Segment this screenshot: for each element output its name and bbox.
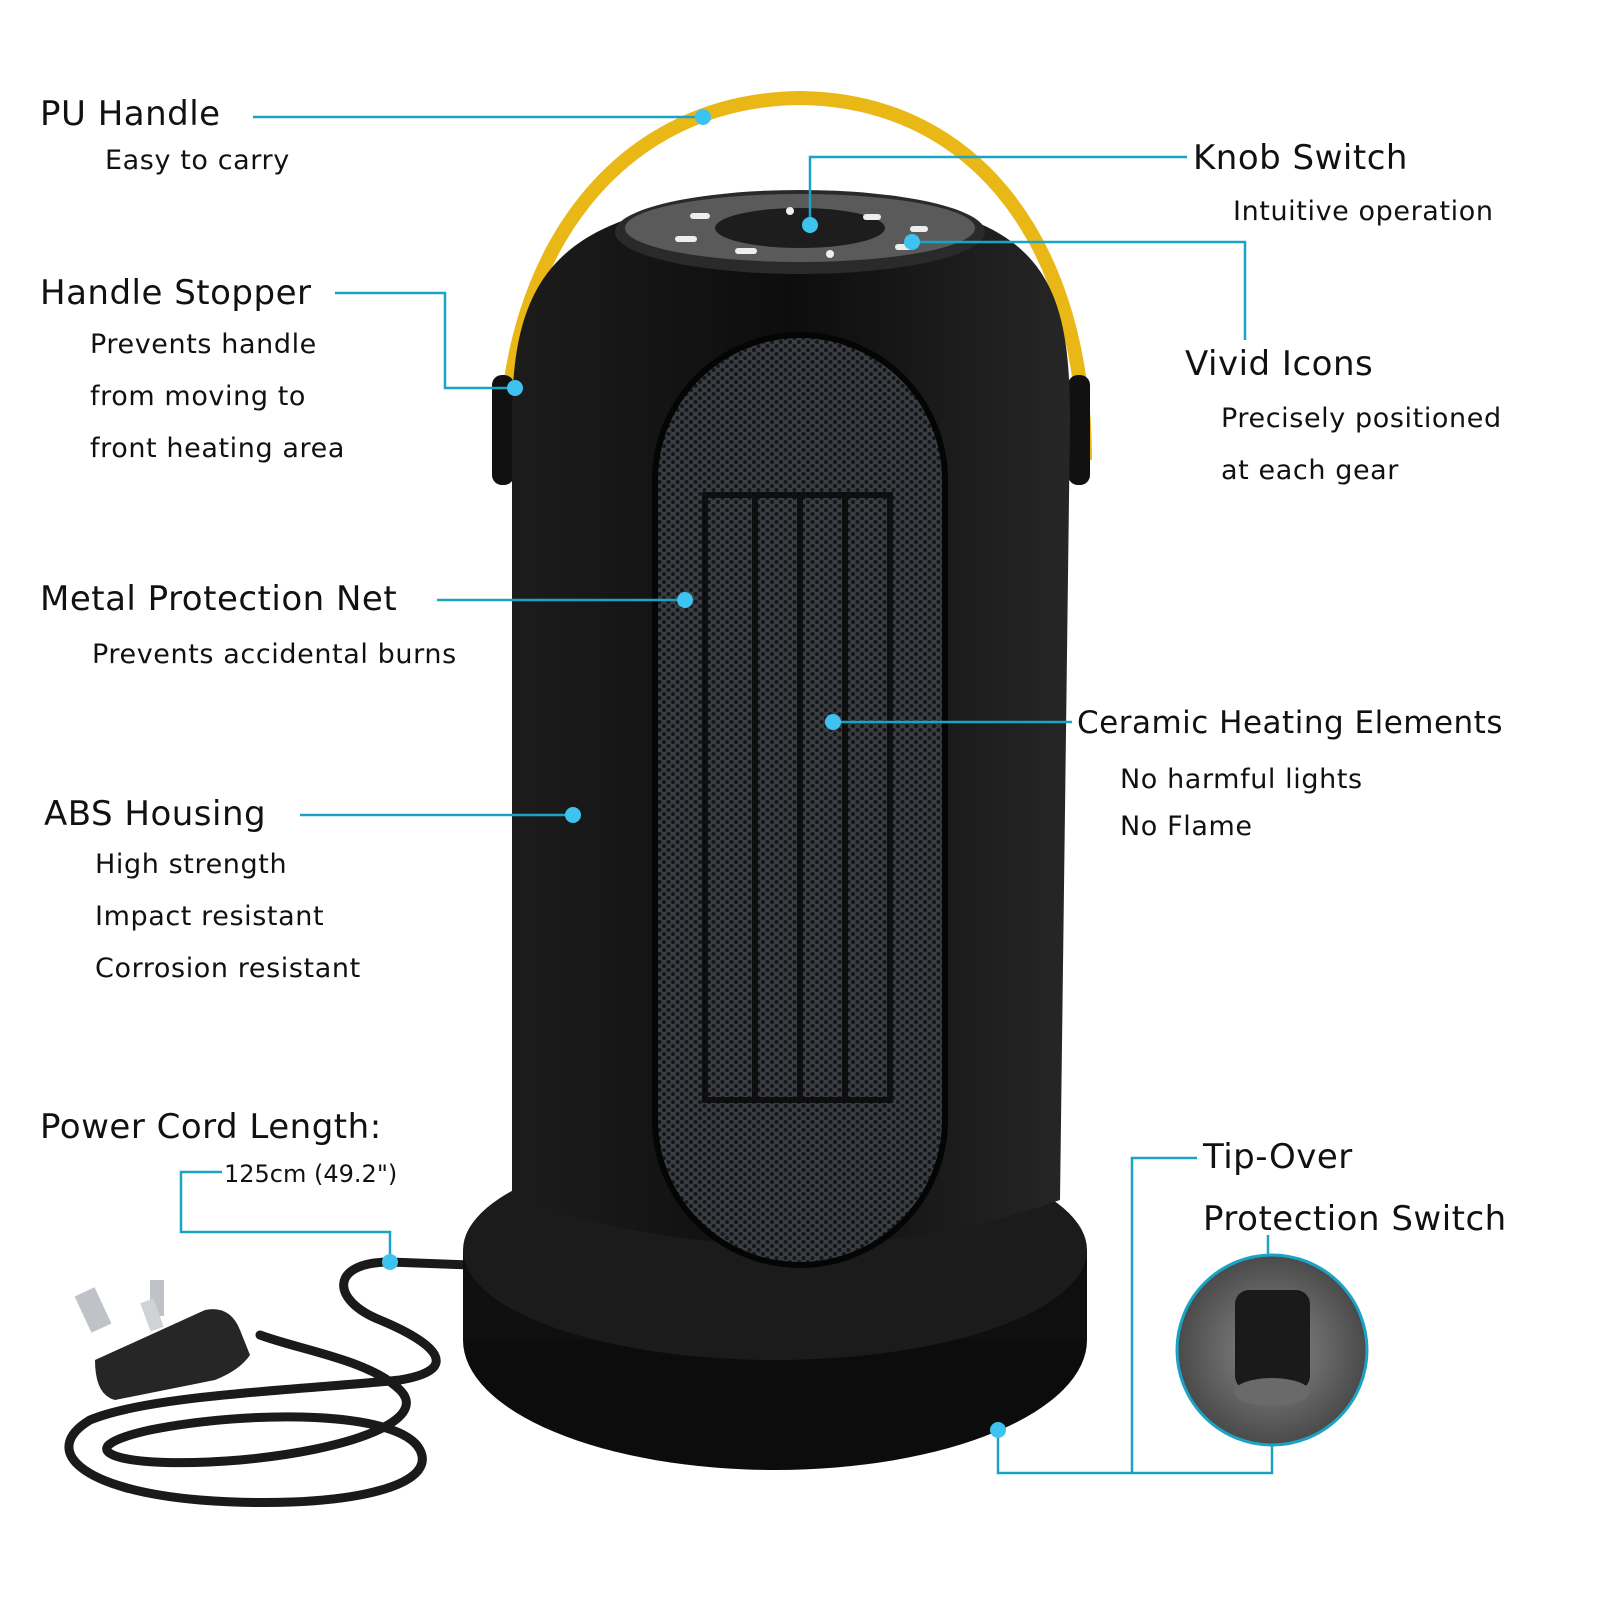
vivid-icons-desc-2: at each gear (1221, 455, 1400, 486)
pu-handle-title: PU Handle (40, 94, 221, 134)
pu-handle (498, 90, 1092, 461)
power-cord-length: 125cm (49.2") (224, 1160, 398, 1188)
pu-handle-desc: Easy to carry (105, 145, 290, 176)
vivid-icons-title: Vivid Icons (1185, 344, 1374, 384)
power-cord-title: Power Cord Length: (40, 1107, 382, 1147)
knob-switch-desc: Intuitive operation (1233, 196, 1494, 227)
metal-net-title: Metal Protection Net (40, 579, 398, 619)
handle-stopper-title: Handle Stopper (40, 273, 312, 313)
callout-dots (382, 109, 1006, 1438)
tip-over-inset (1175, 1253, 1369, 1447)
abs-housing-desc-2: Impact resistant (95, 901, 325, 932)
tip-over-title: Tip-Over (1203, 1137, 1353, 1177)
power-cord (64, 1257, 475, 1508)
ceramic-desc-2: No Flame (1120, 811, 1253, 842)
knob-switch[interactable] (715, 208, 885, 248)
callout-lines (179, 115, 1274, 1475)
ceramic-desc-1: No harmful lights (1120, 764, 1363, 795)
tip-over-desc: Protection Switch (1203, 1199, 1507, 1239)
handle-stopper-right (1068, 375, 1090, 485)
metal-net-desc: Prevents accidental burns (92, 639, 457, 670)
knob-panel (615, 190, 985, 274)
handle-stopper-desc-1: Prevents handle (90, 329, 317, 360)
gear-icons (675, 207, 928, 258)
abs-housing-desc-1: High strength (95, 849, 288, 880)
handle-stopper-desc-3: front heating area (90, 433, 346, 464)
handle-stopper-left (492, 375, 514, 485)
vivid-icons-desc-1: Precisely positioned (1221, 403, 1502, 434)
knob-switch-title: Knob Switch (1193, 138, 1408, 178)
abs-housing-title: ABS Housing (44, 794, 267, 834)
ceramic-heating-elements (702, 492, 893, 1103)
ceramic-title: Ceramic Heating Elements (1077, 705, 1503, 741)
uk-plug (74, 1280, 250, 1400)
handle-stopper-desc-2: from moving to (90, 381, 307, 412)
abs-housing-desc-3: Corrosion resistant (95, 953, 361, 984)
